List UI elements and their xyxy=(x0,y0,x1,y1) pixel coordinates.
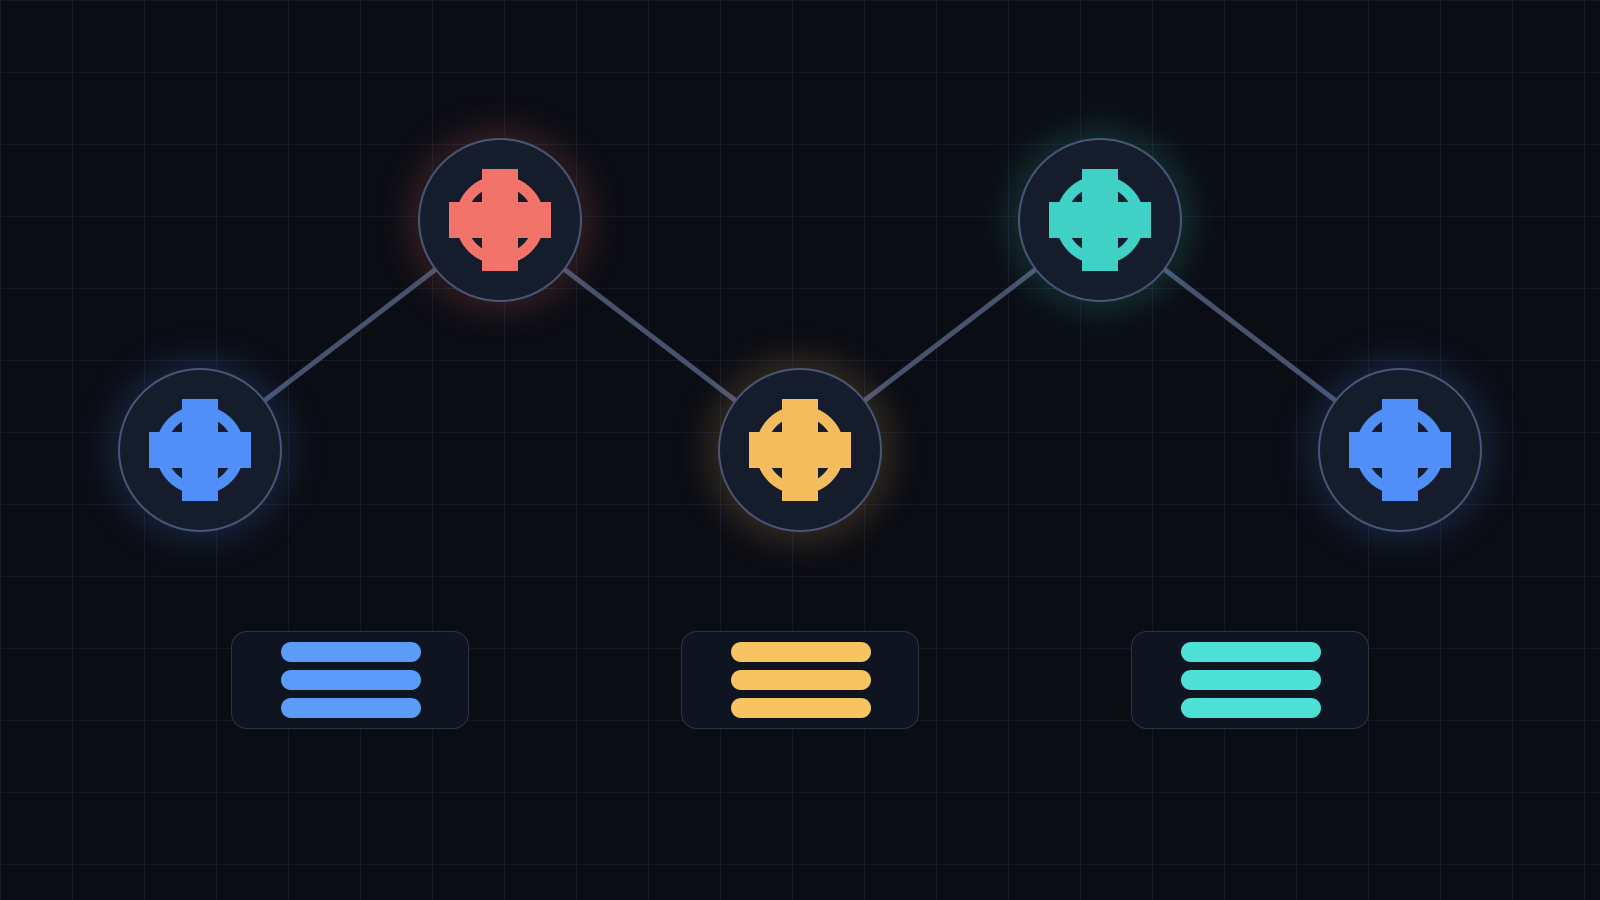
crosshair-icon xyxy=(149,399,251,501)
diagram-node[interactable] xyxy=(718,368,882,532)
list-icon-bar xyxy=(1181,698,1321,718)
list-icon-bar xyxy=(731,698,871,718)
list-icon-bar xyxy=(1181,642,1321,662)
connector-line xyxy=(262,267,438,403)
diagram-node[interactable] xyxy=(1018,138,1182,302)
crosshair-icon xyxy=(1349,399,1451,501)
legend-card[interactable] xyxy=(1131,631,1369,729)
list-icon-bar xyxy=(731,670,871,690)
diagram-node[interactable] xyxy=(118,368,282,532)
list-icon-bar xyxy=(281,698,421,718)
connector-line xyxy=(1162,267,1338,403)
diagram-node[interactable] xyxy=(418,138,582,302)
list-icon-bar xyxy=(1181,670,1321,690)
list-icon-bar xyxy=(281,642,421,662)
crosshair-icon xyxy=(449,169,551,271)
list-icon-bar xyxy=(281,670,421,690)
list-icon-bar xyxy=(731,642,871,662)
legend-card[interactable] xyxy=(681,631,919,729)
connector-line xyxy=(562,267,738,403)
connector-line xyxy=(862,267,1038,403)
crosshair-icon xyxy=(1049,169,1151,271)
legend-card[interactable] xyxy=(231,631,469,729)
crosshair-icon xyxy=(749,399,851,501)
diagram-node[interactable] xyxy=(1318,368,1482,532)
